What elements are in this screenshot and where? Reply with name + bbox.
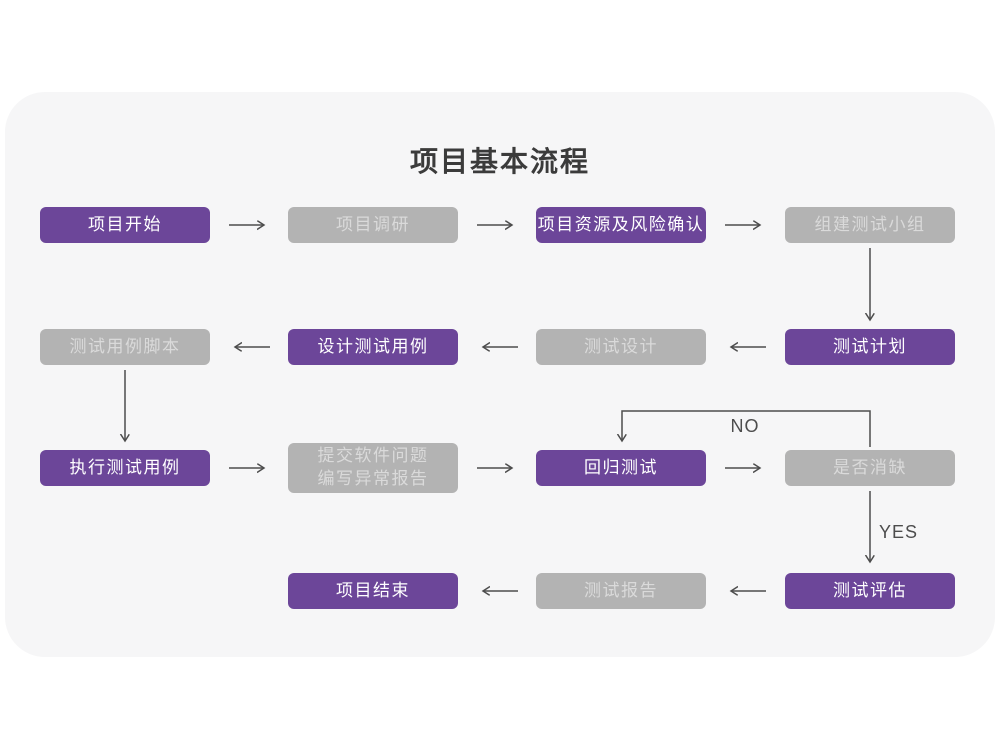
node-test-design: 测试设计 xyxy=(536,329,706,365)
node-test-plan: 测试计划 xyxy=(785,329,955,365)
node-build-test-team: 组建测试小组 xyxy=(785,207,955,243)
edge-label-no: NO xyxy=(730,416,760,436)
node-defect-resolved-check: 是否消缺 xyxy=(785,450,955,486)
flowchart-card xyxy=(5,92,995,657)
node-project-research: 项目调研 xyxy=(288,207,458,243)
node-test-report: 测试报告 xyxy=(536,573,706,609)
node-project-end: 项目结束 xyxy=(288,573,458,609)
diagram-title: 项目基本流程 xyxy=(409,146,590,177)
node-project-start: 项目开始 xyxy=(40,207,210,243)
node-test-case-script: 测试用例脚本 xyxy=(40,329,210,365)
arrow-no-loop xyxy=(622,410,871,447)
edge-label-yes: YES xyxy=(879,522,919,542)
node-execute-test-cases: 执行测试用例 xyxy=(40,450,210,486)
node-resources-risk-confirm: 项目资源及风险确认 xyxy=(536,207,706,243)
node-submit-issues-report: 提交软件问题 编写异常报告 xyxy=(288,443,458,493)
node-design-test-cases: 设计测试用例 xyxy=(288,329,458,365)
node-regression-test: 回归测试 xyxy=(536,450,706,486)
node-test-evaluation: 测试评估 xyxy=(785,573,955,609)
